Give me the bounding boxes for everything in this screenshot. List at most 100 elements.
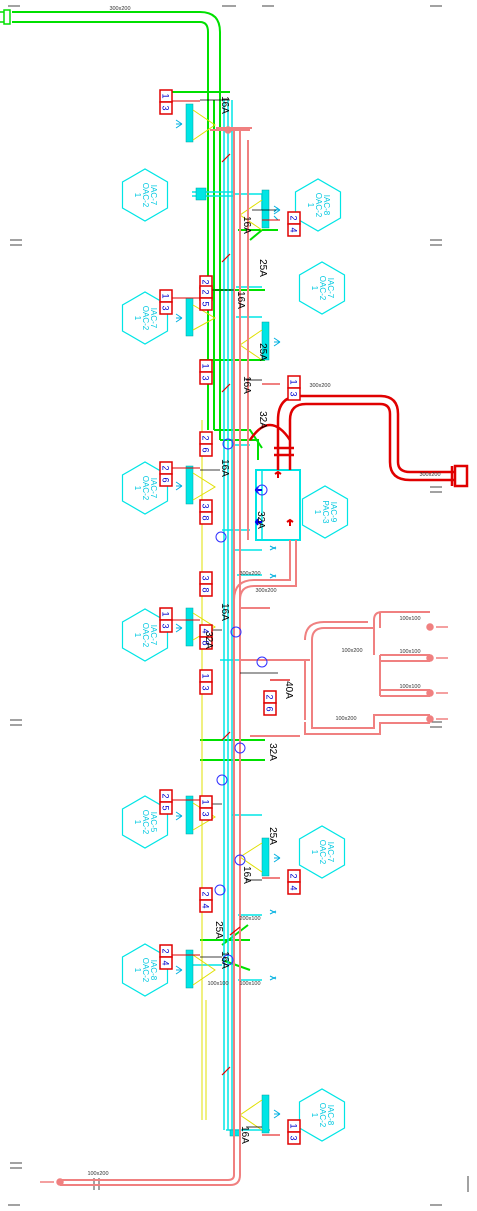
- breaker-rating: 16A: [235, 291, 246, 309]
- tag-top: 2: [289, 215, 299, 220]
- tag-top: 3: [201, 575, 211, 580]
- breaker-rating: 16A: [239, 1126, 250, 1144]
- duct-size-label: 300x200: [419, 472, 440, 478]
- unit-label-line: OAC-2: [141, 306, 150, 331]
- tag-top: 1: [201, 799, 211, 804]
- unit-label-line: IAC-8: [326, 1105, 335, 1126]
- unit-label-line: IAC-7: [149, 308, 158, 329]
- duct-size-label: 200x100: [239, 916, 260, 922]
- breaker-rating: 16A: [219, 459, 230, 477]
- unit-label-line: 1: [133, 633, 142, 638]
- circuit-tag: 48: [199, 624, 213, 650]
- duct-size-label: 100x100: [207, 981, 228, 987]
- tag-bottom: 6: [265, 706, 275, 711]
- unit-label-line: 1: [313, 510, 322, 515]
- unit-label-line: IAC-8: [149, 960, 158, 981]
- unit-label-line: 1: [306, 203, 315, 208]
- circuit-tag: 38: [199, 499, 213, 525]
- tag-bottom: 3: [161, 623, 171, 628]
- unit-label-line: OAC-2: [318, 276, 327, 301]
- tag-top: 2: [161, 793, 171, 798]
- tag-bottom: 8: [201, 587, 211, 592]
- hot-symbols: [221, 153, 290, 1076]
- tag-bottom: 8: [201, 640, 211, 645]
- unit-label-line: 1: [133, 820, 142, 825]
- unit-label-line: OAC-2: [141, 623, 150, 648]
- tag-top: 1: [289, 1123, 299, 1128]
- breaker-rating: 16A: [219, 603, 230, 621]
- breaker-rating: 25A: [267, 827, 278, 845]
- duct-size-label: 100x100: [399, 684, 420, 690]
- tag-top: 3: [201, 503, 211, 508]
- circuit-tag: 25: [199, 285, 213, 311]
- pink-duct-network: [60, 127, 430, 1186]
- circuit-tag: 24: [159, 944, 173, 970]
- unit-label-line: IAC-7: [326, 842, 335, 863]
- tag-bottom: 5: [161, 805, 171, 810]
- circuit-tag: 24: [287, 869, 301, 895]
- tag-top: 2: [265, 694, 275, 699]
- unit-label-line: 1: [310, 1113, 319, 1118]
- unit-label-line: IAC-7: [149, 625, 158, 646]
- tag-bottom: 3: [289, 1135, 299, 1140]
- unit-label-line: OAC-2: [141, 476, 150, 501]
- tag-leaders: [172, 100, 280, 1136]
- duct-size-label: 100x100: [399, 616, 420, 622]
- duct-size-label: 100x200: [335, 716, 356, 722]
- tag-top: 1: [161, 611, 171, 616]
- tag-bottom: 3: [289, 391, 299, 396]
- indoor-unit-cassettes: [185, 103, 270, 1137]
- tag-top: 2: [201, 279, 211, 284]
- unit-label-line: IAC-7: [326, 278, 335, 299]
- breaker-rating: 16A: [219, 96, 230, 114]
- hot-exhaust-duct: [248, 394, 469, 488]
- circuit-tag: 13: [287, 375, 301, 401]
- duct-size-label: 300x200: [109, 6, 130, 12]
- unit-label-line: OAC-2: [141, 958, 150, 983]
- duct-size-label: 100x200: [87, 1171, 108, 1177]
- tag-bottom: 8: [201, 515, 211, 520]
- valve-circles: [214, 438, 268, 966]
- tag-bottom: 3: [201, 685, 211, 690]
- duct-size-label: 300x200: [239, 571, 260, 577]
- duct-size-label: 100x100: [399, 649, 420, 655]
- circuit-tag: 13: [159, 607, 173, 633]
- unit-label-line: OAC-2: [141, 810, 150, 835]
- tag-top: 1: [201, 673, 211, 678]
- tag-bottom: 6: [161, 477, 171, 482]
- tag-top: 2: [201, 435, 211, 440]
- tag-top: 4: [201, 628, 211, 633]
- breaker-rating: 32A: [257, 411, 268, 429]
- tag-bottom: 4: [289, 227, 299, 232]
- pink-terminals: [40, 126, 448, 1186]
- unit-label-line: OAC-2: [141, 183, 150, 208]
- breaker-rating: 16A: [219, 951, 230, 969]
- tag-bottom: 5: [201, 301, 211, 306]
- circuit-tag: 24: [199, 887, 213, 913]
- breaker-rating: 32A: [255, 511, 266, 529]
- circuit-tag: 13: [159, 89, 173, 115]
- unit-label-line: 1: [133, 193, 142, 198]
- unit-label-line: IAC-7: [149, 478, 158, 499]
- unit-label-line: 1: [133, 968, 142, 973]
- unit-label-line: PAC-3: [321, 501, 330, 525]
- duct-size-label: 300x200: [255, 588, 276, 594]
- unit-label-line: 1: [133, 486, 142, 491]
- tag-bottom: 6: [201, 447, 211, 452]
- unit-label-line: 1: [310, 850, 319, 855]
- tag-top: 2: [161, 948, 171, 953]
- tag-top: 2: [201, 289, 211, 294]
- cyan-pipe-network: [192, 100, 310, 1131]
- circuit-tag: 13: [287, 1119, 301, 1145]
- circuit-tag: 24: [287, 211, 301, 237]
- tag-top: 1: [161, 93, 171, 98]
- breaker-rating: 16A: [241, 866, 252, 884]
- breaker-rating: 32A: [267, 743, 278, 761]
- circuit-tag: 13: [199, 795, 213, 821]
